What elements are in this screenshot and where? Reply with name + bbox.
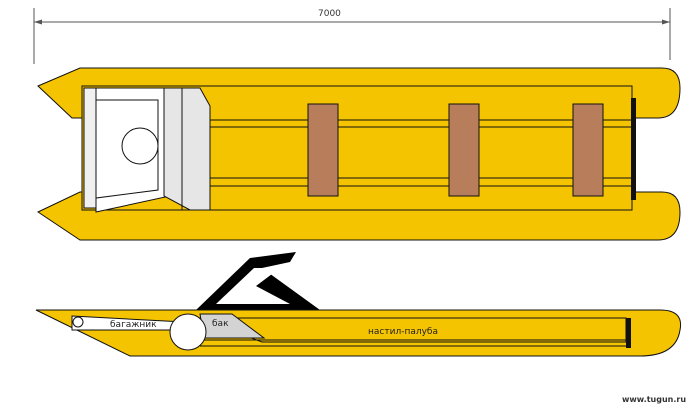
dimension-label: 7000 bbox=[318, 9, 341, 19]
fuel-tank-circle-top bbox=[121, 127, 159, 165]
label-deck: настил-палуба bbox=[368, 327, 438, 337]
dimension-line: 7000 bbox=[33, 8, 671, 64]
top-view bbox=[36, 67, 681, 241]
watermark: www.tugun.ru bbox=[622, 395, 686, 404]
label-trunk: багажник bbox=[110, 320, 157, 330]
seat-2 bbox=[448, 103, 480, 197]
seat-1 bbox=[307, 103, 339, 197]
bow-ring bbox=[72, 316, 84, 328]
side-view: багажник бак настил-палуба bbox=[35, 252, 682, 357]
label-tank: бак bbox=[212, 319, 229, 329]
cockpit-top bbox=[83, 87, 211, 213]
tank-circle bbox=[169, 313, 207, 351]
transom-side bbox=[626, 318, 631, 348]
windshield-glass bbox=[216, 268, 290, 304]
transom-top bbox=[631, 98, 636, 200]
seat-3 bbox=[572, 103, 604, 197]
